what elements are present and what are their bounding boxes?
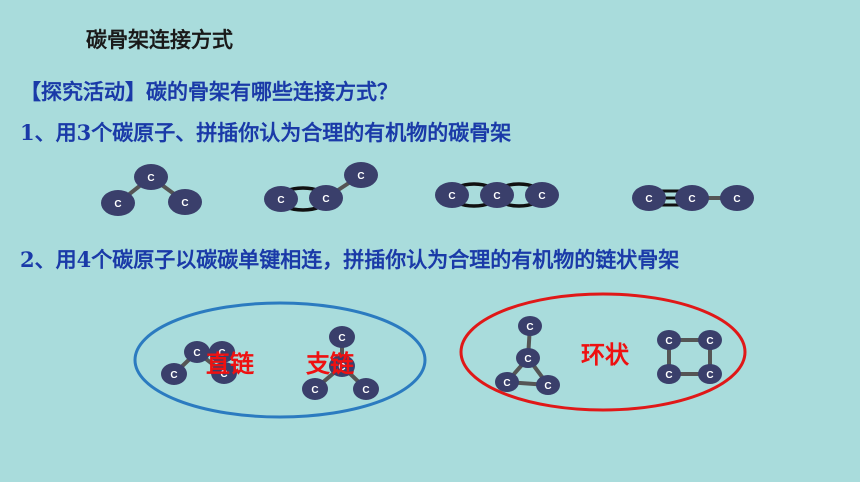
carbon-atom: C xyxy=(211,362,237,384)
carbon-atom: C xyxy=(209,341,235,363)
task-1-number: 1 xyxy=(20,120,35,145)
carbon-atom: C xyxy=(525,182,559,208)
label-straight-chain: 直链 xyxy=(206,350,255,378)
model-straight-chain: C C C C xyxy=(161,341,237,385)
model-branched-chain: C C C C xyxy=(302,326,379,400)
carbon-atom: C xyxy=(536,375,560,395)
svg-text:C: C xyxy=(448,191,455,202)
carbon-atom: C xyxy=(184,341,210,363)
svg-text:C: C xyxy=(357,171,364,182)
carbon-atom: C xyxy=(632,185,666,211)
carbon-atom: C xyxy=(353,378,379,400)
task-1: 1、用3个碳原子、拼插你认为合理的有机物的碳骨架 xyxy=(20,117,511,147)
svg-text:C: C xyxy=(362,385,369,396)
activity-heading: 【探究活动】碳的骨架有哪些连接方式？ xyxy=(20,80,398,104)
carbon-atom: C xyxy=(675,185,709,211)
carbon-atom: C xyxy=(657,364,681,384)
svg-text:C: C xyxy=(114,199,121,210)
svg-text:C: C xyxy=(688,194,695,205)
carbon-atom: C xyxy=(302,378,328,400)
svg-text:C: C xyxy=(524,354,531,365)
label-branched-chain: 支链 xyxy=(306,350,355,378)
task-1-count: 3 xyxy=(76,120,92,145)
carbon-atom: C xyxy=(518,316,542,336)
task-1-separator: 、 xyxy=(34,121,56,145)
model-double-double: C C C xyxy=(435,182,559,208)
svg-text:C: C xyxy=(193,348,200,359)
svg-text:C: C xyxy=(277,195,284,206)
svg-text:C: C xyxy=(181,198,188,209)
carbon-atom: C xyxy=(168,189,202,215)
carbon-atom: C xyxy=(698,330,722,350)
svg-text:C: C xyxy=(526,322,533,333)
task-2-pre: 用 xyxy=(55,248,77,272)
svg-text:C: C xyxy=(338,362,345,373)
carbon-atom: C xyxy=(480,182,514,208)
model-three-member-ring: C C C C xyxy=(495,316,560,395)
task-2-text: 个碳原子以碳碳单键相连，拼插你认为合理的有机物的链状骨架 xyxy=(91,248,680,272)
model-double-single: C C C xyxy=(264,162,378,212)
svg-text:C: C xyxy=(170,370,177,381)
task-2-number: 2 xyxy=(20,247,35,272)
svg-text:C: C xyxy=(544,381,551,392)
svg-text:C: C xyxy=(493,191,500,202)
svg-text:C: C xyxy=(733,194,740,205)
carbon-atom: C xyxy=(101,190,135,216)
svg-text:C: C xyxy=(218,348,225,359)
svg-text:C: C xyxy=(665,336,672,347)
carbon-atom: C xyxy=(329,326,355,348)
carbon-atom: C xyxy=(264,186,298,212)
svg-text:C: C xyxy=(338,333,345,344)
carbon-atom: C xyxy=(134,164,168,190)
chain-group-outline xyxy=(133,301,427,419)
task-1-text: 个碳原子、拼插你认为合理的有机物的碳骨架 xyxy=(91,121,512,145)
carbon-atom: C xyxy=(329,355,355,377)
svg-text:C: C xyxy=(706,336,713,347)
task-2-separator: 、 xyxy=(34,248,56,272)
svg-text:C: C xyxy=(665,370,672,381)
ring-group-outline xyxy=(459,292,747,412)
model-bent-chain: C C C xyxy=(101,164,202,216)
carbon-atom: C xyxy=(657,330,681,350)
slide-title: 碳骨架连接方式 xyxy=(86,28,233,52)
svg-text:C: C xyxy=(322,194,329,205)
carbon-atom: C xyxy=(720,185,754,211)
svg-text:C: C xyxy=(538,191,545,202)
carbon-atom: C xyxy=(495,372,519,392)
carbon-atom: C xyxy=(309,185,343,211)
svg-text:C: C xyxy=(311,385,318,396)
svg-text:C: C xyxy=(503,378,510,389)
task-1-pre: 用 xyxy=(55,121,77,145)
carbon-atom: C xyxy=(435,182,469,208)
svg-text:C: C xyxy=(147,173,154,184)
carbon-atom: C xyxy=(516,348,540,368)
carbon-atom: C xyxy=(698,364,722,384)
task-2-count: 4 xyxy=(76,247,92,272)
svg-text:C: C xyxy=(706,370,713,381)
carbon-atom: C xyxy=(161,363,187,385)
model-four-member-ring: C C C C xyxy=(657,330,722,384)
carbon-atom: C xyxy=(344,162,378,188)
model-triple-single: C C C xyxy=(632,185,754,211)
label-ring: 环状 xyxy=(581,341,630,369)
svg-text:C: C xyxy=(220,369,227,380)
task-2: 2、用4个碳原子以碳碳单键相连，拼插你认为合理的有机物的链状骨架 xyxy=(20,244,679,274)
svg-text:C: C xyxy=(645,194,652,205)
